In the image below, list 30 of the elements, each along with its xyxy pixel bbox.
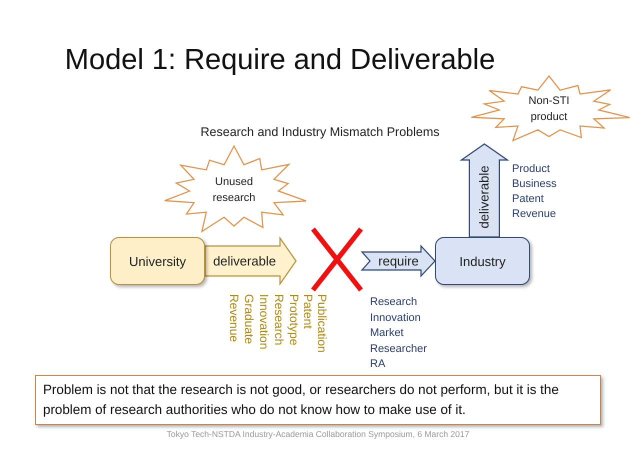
- edge-label: deliverable: [211, 254, 278, 268]
- title: Model 1: Require and Deliverable: [64, 44, 496, 77]
- edge-label: require: [376, 254, 421, 268]
- list-item: Publication: [316, 294, 328, 353]
- list-item: Revenue: [228, 294, 240, 342]
- list-item: Business: [512, 178, 557, 190]
- process-box: [110, 237, 205, 285]
- node-label: University: [128, 254, 186, 268]
- list-item: Innovation: [258, 294, 270, 350]
- list-item: Patent: [512, 193, 544, 205]
- list-item: Graduate: [243, 294, 255, 344]
- list-item: Research: [273, 294, 285, 346]
- footer-text: Tokyo Tech-NSTDA Industry-Academia Collaboration Symposium, 6 March 2017: [166, 429, 470, 439]
- list-item: Market: [370, 327, 404, 339]
- list-item: Patent: [302, 294, 314, 329]
- list-item: Innovation: [370, 312, 421, 324]
- process-box: [435, 237, 530, 285]
- list-item: Product: [512, 163, 550, 175]
- subtitle: Research and Industry Mismatch Problems: [200, 125, 440, 139]
- list-item: Research: [370, 296, 418, 308]
- note-box: [35, 375, 601, 425]
- list-item: Prototype: [288, 294, 300, 346]
- edge-label: deliverable: [476, 163, 492, 230]
- list-item: Revenue: [512, 208, 556, 220]
- note-text: Problem is not that the research is not good, or researchers do not perform, but it is the problem of research authorities who do not know how to make use of it.: [43, 380, 560, 419]
- list-item: RA: [370, 358, 386, 370]
- list-item: Researcher: [370, 342, 427, 354]
- node-label: Non-STI product: [528, 94, 570, 125]
- node-label: Unused research: [212, 175, 256, 206]
- node-label: Industry: [459, 254, 506, 268]
